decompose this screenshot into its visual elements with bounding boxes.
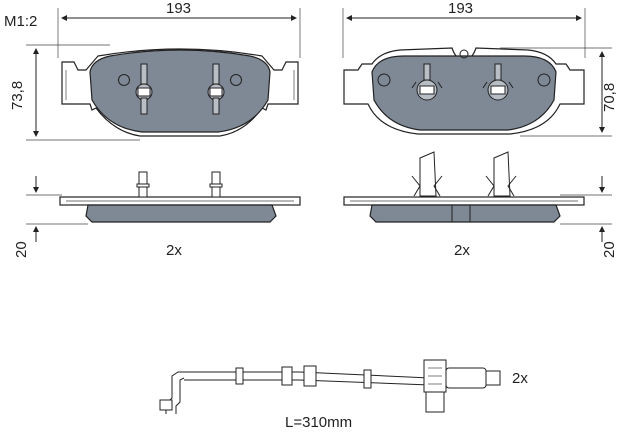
front-pad-side-view: 20 2x bbox=[13, 171, 301, 259]
back-pad-quantity: 2x bbox=[454, 242, 470, 259]
back-pad-width-label: 193 bbox=[448, 0, 473, 17]
sensor-length-label: L=310mm bbox=[285, 414, 352, 431]
front-pad-height-label: 73,8 bbox=[9, 81, 26, 110]
scale-label: M1:2 bbox=[4, 13, 37, 30]
back-pad-height-label: 70,8 bbox=[601, 83, 618, 112]
front-pad-top-view: 193 73,8 bbox=[9, 0, 301, 141]
back-pad-side-view: 20 2x bbox=[343, 151, 618, 259]
back-pad-top-view: 193 70,8 bbox=[342, 0, 618, 137]
wear-sensor-drawing: 2x L=310mm bbox=[159, 359, 528, 431]
front-pad-width-label: 193 bbox=[166, 0, 191, 17]
sensor-quantity: 2x bbox=[512, 370, 528, 387]
front-pad-quantity: 2x bbox=[166, 242, 182, 259]
back-pad-thickness-label: 20 bbox=[601, 241, 618, 258]
front-pad-thickness-label: 20 bbox=[13, 241, 30, 258]
